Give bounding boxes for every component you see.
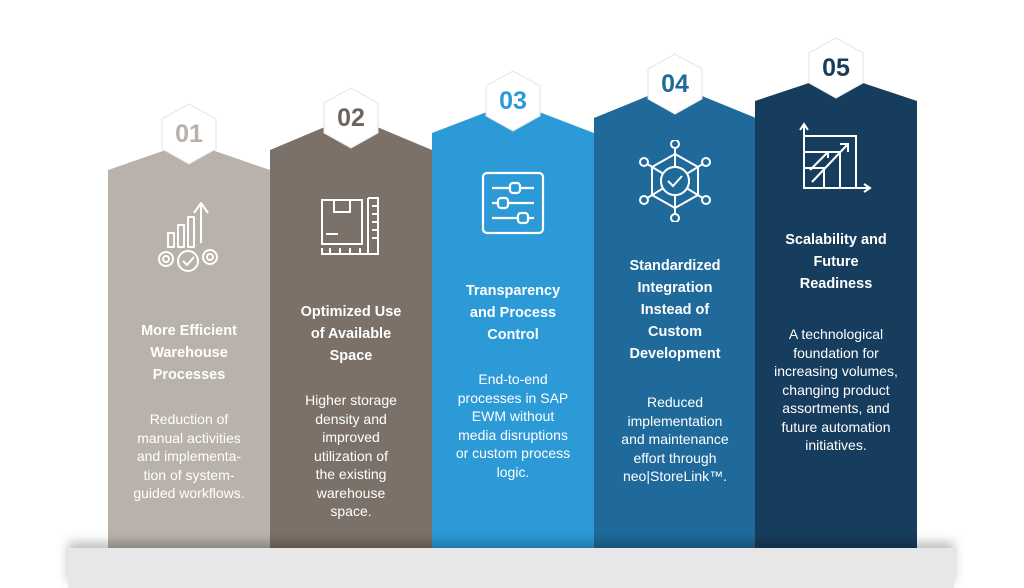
step-number-badge: 03 [483, 70, 543, 132]
column-title-line: More Efficient [141, 323, 237, 339]
box-ruler-icon [316, 190, 386, 267]
column-title-line: Development [629, 346, 721, 362]
step-number-badge: 02 [321, 87, 381, 149]
column-description: Reduction of manual activities and impleme… [116, 410, 262, 503]
column-title-line: Scalability and [785, 232, 887, 248]
column-description-line: logic. [496, 463, 530, 480]
step-number: 05 [822, 54, 850, 82]
column-body-04 [594, 85, 756, 548]
column-description-line: increasing volumes, [774, 363, 898, 379]
network-check-icon [634, 139, 716, 227]
column-body-01 [108, 142, 270, 548]
column-description-line: initiatives. [805, 437, 867, 453]
column-description-line: space. [330, 503, 372, 519]
column-title-line: Warehouse [150, 345, 228, 361]
column-description-line: the existing [315, 466, 387, 482]
column-description: Higher storage density and improved utiliza… [278, 391, 424, 521]
column-title-line: Standardized [629, 258, 721, 274]
column-description-line: changing product [782, 381, 890, 398]
column-title-line: Space [329, 348, 373, 364]
column-description-line: EWM without [471, 408, 555, 424]
step-number: 03 [499, 87, 527, 115]
column-description: Reduced implementation and maintenance effo… [602, 393, 748, 486]
step-number-badge: 04 [645, 53, 705, 115]
step-number: 01 [175, 120, 203, 148]
column-description-line: implementation [627, 412, 723, 429]
column-title-line: Processes [152, 367, 226, 383]
column-description-line: Higher storage [305, 392, 397, 408]
column-description-line: density and [315, 410, 387, 427]
column-description-line: Reduction of [149, 411, 229, 427]
column-description-line: improved [322, 429, 380, 445]
column-description: End-to-end processes in SAP EWM without med… [440, 370, 586, 481]
column-title-line: of Available [310, 326, 392, 342]
column-description-line: warehouse [316, 484, 386, 501]
column-description-line: media disruptions [458, 426, 568, 443]
column-body-03 [432, 102, 594, 548]
column-title-line: Instead of [640, 302, 710, 318]
step-number-badge: 01 [159, 103, 219, 165]
column-description-line: End-to-end [478, 371, 548, 387]
column-description-line: foundation for [793, 344, 879, 361]
column-title-line: Custom [648, 324, 702, 340]
column-description-line: assortments, and [782, 400, 890, 416]
column-description-line: or custom process [455, 445, 571, 461]
column-description-line: neo|StoreLink™. [622, 468, 728, 484]
column-description-line: manual activities [137, 429, 241, 446]
scaling-chart-icon [798, 120, 874, 201]
column-description-line: guided workflows. [133, 485, 245, 501]
column-title-line: Future [813, 254, 859, 270]
column-body-02 [270, 116, 432, 548]
column-body-05 [755, 74, 917, 548]
column-description: A technological foundation for increasing … [763, 325, 909, 455]
column-description-line: A technological [788, 326, 884, 342]
column-description-line: and maintenance [621, 431, 729, 447]
step-number: 04 [661, 70, 689, 98]
column-description-line: utilization of [314, 447, 388, 464]
step-number-badge: 05 [806, 37, 866, 99]
column-description-line: processes in SAP [457, 389, 569, 406]
column-description-line: future automation [781, 418, 891, 435]
column-title-line: Optimized Use [300, 304, 402, 320]
column-title-line: and Process [469, 305, 557, 321]
base-platform [68, 548, 954, 588]
step-number: 02 [337, 104, 365, 132]
column-description-line: and implementa- [136, 448, 242, 464]
column-description-line: effort through [633, 449, 717, 466]
column-title-line: Transparency [465, 283, 561, 299]
column-description-line: tion of system- [143, 466, 235, 483]
column-title-line: Readiness [799, 276, 873, 292]
growth-gears-icon [154, 195, 224, 280]
column-title-line: Integration [637, 280, 713, 296]
sliders-icon [480, 170, 546, 241]
column-description-line: Reduced [646, 394, 704, 410]
column-title-line: Control [487, 327, 539, 343]
